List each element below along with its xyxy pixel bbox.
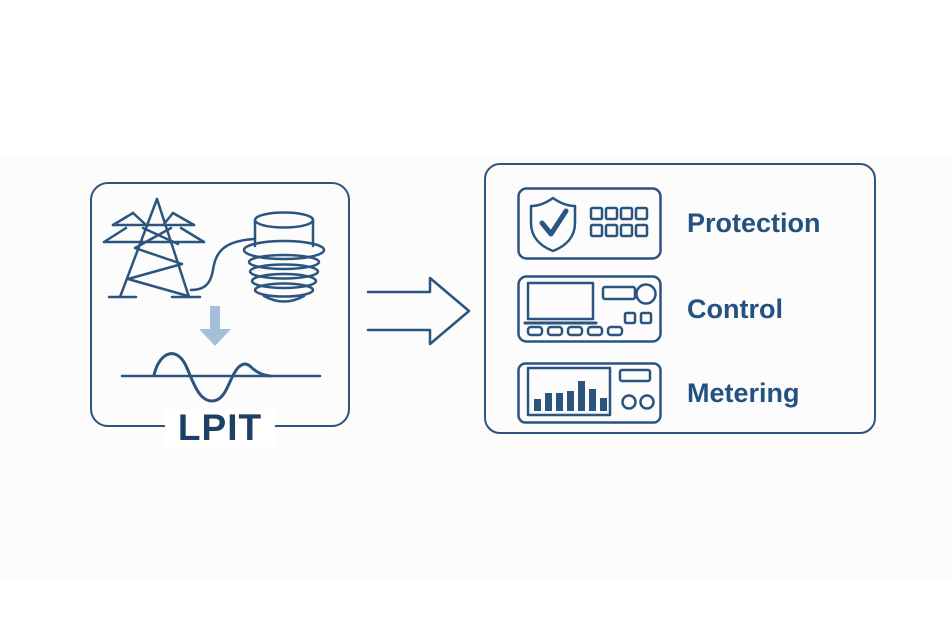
signal-wave-icon xyxy=(120,352,322,403)
control-label: Control xyxy=(687,293,783,324)
lpit-box: LPIT xyxy=(90,182,350,447)
secondary-devices-box: Protection Control xyxy=(484,163,876,434)
protection-device-icon xyxy=(517,187,662,260)
metering-device-icon xyxy=(517,362,662,424)
metering-display-icon xyxy=(618,368,652,383)
shield-check-icon xyxy=(529,196,577,253)
background-band xyxy=(0,158,952,578)
metering-label: Metering xyxy=(687,377,800,408)
transmission-tower-icon xyxy=(102,197,206,299)
protection-label: Protection xyxy=(687,208,821,238)
control-display-icon xyxy=(601,285,637,301)
control-screen-icon xyxy=(523,281,598,325)
control-buttons-row-icon xyxy=(526,325,624,337)
bar-graph-screen-icon xyxy=(526,366,612,417)
control-knob-icon xyxy=(635,283,657,305)
control-device-icon xyxy=(517,275,662,343)
lpit-illustration xyxy=(102,197,326,403)
bushing-sensor-icon xyxy=(242,211,326,303)
sensor-wire xyxy=(189,237,256,292)
down-arrow-icon xyxy=(199,306,231,346)
lpit-label: LPIT xyxy=(164,409,276,447)
control-keys-icon xyxy=(623,311,653,325)
terminal-grid-icon xyxy=(589,206,649,238)
right-arrow-icon xyxy=(366,276,471,346)
metering-knobs-icon xyxy=(621,394,655,410)
